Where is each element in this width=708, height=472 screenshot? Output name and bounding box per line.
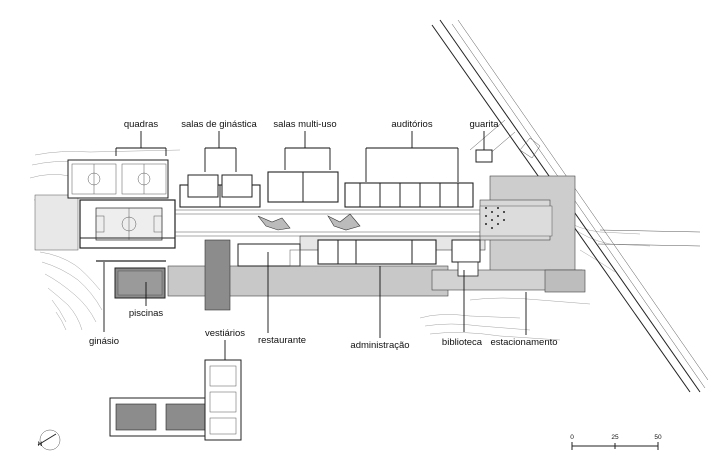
sports-courts xyxy=(67,159,176,249)
label-quadras: quadras xyxy=(124,119,159,130)
locker-room-inset xyxy=(109,359,242,441)
scale-tick-0: 0 xyxy=(570,434,574,441)
north-arrow-label: N xyxy=(38,441,43,448)
label-vestiarios: vestiários xyxy=(205,328,245,339)
label-estacionamento: estacionamento xyxy=(490,337,557,348)
label-biblioteca: biblioteca xyxy=(442,337,483,348)
annotations: quadras salas de ginástica salas multi-u… xyxy=(89,119,558,360)
label-salas-ginastica: salas de ginástica xyxy=(181,119,257,130)
plaza-dots xyxy=(485,207,505,229)
label-auditorios: auditórios xyxy=(391,119,432,130)
label-guarita: guarita xyxy=(469,119,499,130)
scale-tick-25: 25 xyxy=(611,434,619,441)
label-ginasio: ginásio xyxy=(89,336,119,347)
guarita-building xyxy=(475,149,493,163)
scale-bar: 0 25 50 xyxy=(570,434,662,450)
scale-tick-50: 50 xyxy=(654,434,662,441)
label-piscinas: piscinas xyxy=(129,308,164,319)
label-restaurante: restaurante xyxy=(258,335,306,346)
north-arrow: N xyxy=(38,429,61,451)
label-salas-multiuso: salas multi-uso xyxy=(273,119,336,130)
pool-block xyxy=(114,267,166,299)
label-administracao: administração xyxy=(350,340,409,351)
main-building xyxy=(175,171,481,277)
